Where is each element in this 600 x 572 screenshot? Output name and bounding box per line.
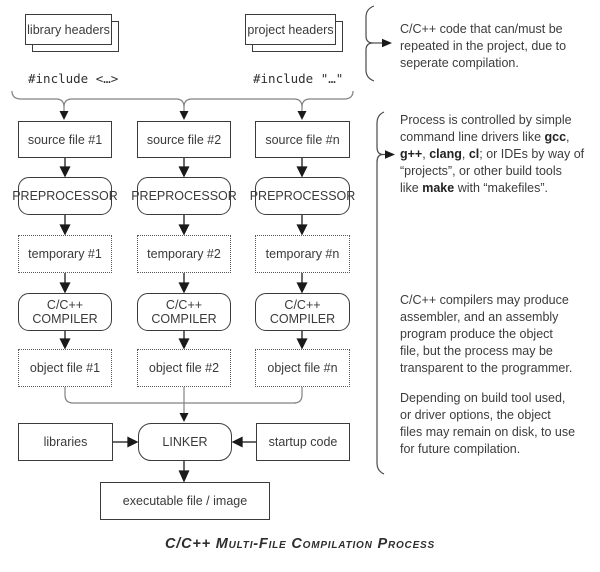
temporary-n-box: temporary #n [255,235,350,273]
note-drivers-gcc: gcc [544,130,567,144]
linker-box: LINKER [138,423,232,461]
temporary-2-box: temporary #2 [137,235,231,273]
project-headers-box: project headers [245,14,336,45]
object-file-2-box: object file #2 [137,349,231,387]
note-build-drivers: Process is controlled by simple command … [400,112,596,197]
note-drivers-gpp: g++ [400,147,423,161]
temporary-2-label: temporary #2 [147,247,221,261]
object-file-n-label: object file #n [267,361,338,375]
object-file-1-box: object file #1 [18,349,112,387]
temporary-1-box: temporary #1 [18,235,112,273]
preprocessor-1-label: PREPROCESSOR [12,189,118,203]
compiler-2-box: C/C++ COMPILER [137,293,231,331]
compiler-n-box: C/C++ COMPILER [255,293,350,331]
note-drivers-make: make [422,181,455,195]
source-file-2-box: source file #2 [137,121,231,158]
libraries-box: libraries [18,423,113,461]
library-headers-label: library headers [27,22,110,37]
note-compilers: C/C++ compilers may produce assembler, a… [400,293,573,375]
note-drivers-seg: , [566,130,570,144]
project-include-label: #include "…" [253,71,344,86]
preprocessor-2-box: PREPROCESSOR [131,177,237,215]
compiler-n-label: C/C++ COMPILER [269,298,336,326]
executable-label: executable file / image [122,494,248,508]
executable-box: executable file / image [100,482,270,520]
object-file-1-label: object file #1 [29,361,101,375]
note-drivers-seg: ; or IDEs by way of “projects”, or other… [400,147,585,195]
headers-note-brace [365,5,382,82]
source-file-1-box: source file #1 [18,121,112,158]
temporary-n-label: temporary #n [265,247,340,261]
libraries-label: libraries [43,435,88,449]
object-converge-lines [64,387,303,413]
preprocessor-n-label: PREPROCESSOR [249,189,356,203]
compiler-1-label: C/C++ COMPILER [32,298,98,326]
source-file-n-box: source file #n [255,121,350,158]
note-drivers-seg: with “makefiles”. [454,181,548,195]
object-file-n-box: object file #n [255,349,350,387]
compiler-2-label: C/C++ COMPILER [151,298,217,326]
diagram-caption: C/C++ Multi-File Compilation Process [165,536,435,552]
preprocessor-n-box: PREPROCESSOR [250,177,355,215]
compiler-1-box: C/C++ COMPILER [18,293,112,331]
process-note-brace [376,111,385,475]
note-drivers-seg: , [461,147,469,161]
startup-code-label: startup code [268,435,338,449]
object-file-2-label: object file #2 [148,361,220,375]
note-drivers-cl: cl [468,147,480,161]
linker-in-arrowhead [179,413,189,422]
preprocessor-2-label: PREPROCESSOR [131,189,237,203]
startup-code-box: startup code [256,423,350,461]
process-note-arrowhead [385,150,395,159]
source-file-n-label: source file #n [265,132,340,147]
note-object-files: Depending on build tool used, or driver … [400,391,576,456]
note-drivers-clang: clang [429,147,462,161]
temporary-1-label: temporary #1 [28,247,102,261]
preprocessor-1-box: PREPROCESSOR [12,177,118,215]
headers-note-arrowhead [382,38,392,48]
source-file-2-label: source file #2 [146,132,222,147]
linker-label: LINKER [162,435,208,449]
source-file-1-label: source file #1 [27,132,103,147]
project-headers-label: project headers [247,22,334,37]
header-distribution-bracket [11,90,354,112]
distribution-arrowheads [59,111,307,120]
library-headers-box: library headers [25,14,112,45]
library-include-label: #include <…> [28,71,119,86]
note-drivers-seg: Process is controlled by simple command … [400,113,572,144]
note-headers: C/C++ code that can/must be repeated in … [400,22,567,70]
note-drivers-seg: , [422,147,430,161]
